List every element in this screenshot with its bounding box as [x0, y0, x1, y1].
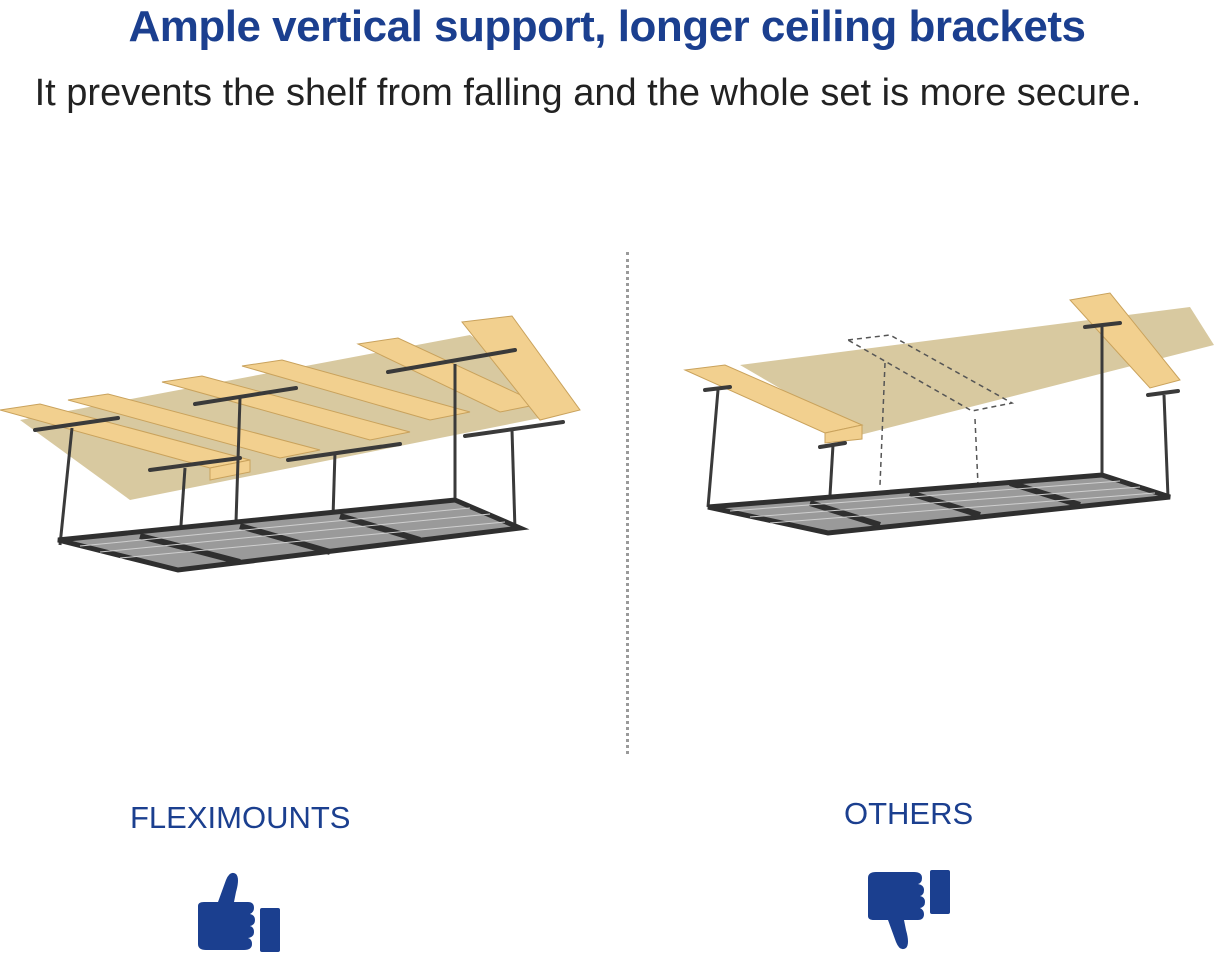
others-label: OTHERS	[844, 796, 974, 831]
ceiling-brackets	[33, 348, 565, 472]
page-title: Ample vertical support, longer ceiling b…	[128, 2, 1086, 51]
rack-platform	[707, 472, 1171, 536]
others-rack-illustration	[683, 292, 1214, 536]
ceiling-panel	[740, 307, 1214, 435]
ceiling-joists	[0, 315, 581, 481]
fleximounts-label: FLEXIMOUNTS	[130, 800, 351, 835]
fleximounts-rack-illustration	[0, 315, 581, 573]
rack-platform	[57, 497, 530, 573]
phantom-joist	[845, 334, 1015, 486]
page-subtitle: It prevents the shelf from falling and t…	[34, 72, 1142, 114]
ceiling-brackets	[703, 321, 1180, 449]
section-divider	[626, 252, 629, 754]
thumbs-down-icon	[868, 870, 950, 950]
thumbs-up-icon	[198, 872, 280, 952]
ceiling-joists	[683, 292, 1181, 444]
